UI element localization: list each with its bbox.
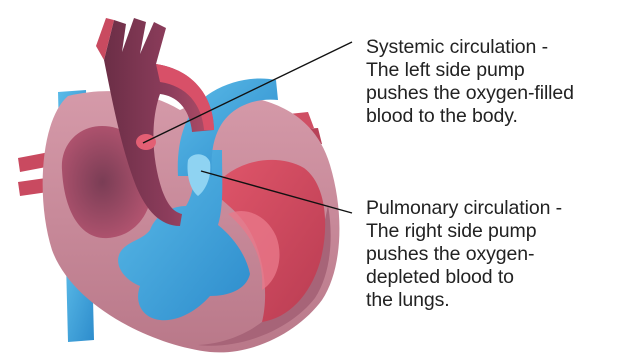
systemic-circulation-label: Systemic circulation - The left side pum…	[366, 36, 628, 128]
systemic-line-1: Systemic circulation -	[366, 36, 628, 59]
pulmonary-line-1: Pulmonary circulation -	[366, 197, 628, 220]
pulmonary-line-3: pushes the oxygen-	[366, 243, 628, 266]
systemic-line-4: blood to the body.	[366, 105, 628, 128]
pulmonary-circulation-label: Pulmonary circulation - The right side p…	[366, 197, 628, 312]
systemic-line-2: The left side pump	[366, 59, 628, 82]
pulmonary-line-2: The right side pump	[366, 220, 628, 243]
pulmonary-line-4: depleted blood to	[366, 266, 628, 289]
pulmonary-line-5: the lungs.	[366, 289, 628, 312]
systemic-line-3: pushes the oxygen-filled	[366, 82, 628, 105]
